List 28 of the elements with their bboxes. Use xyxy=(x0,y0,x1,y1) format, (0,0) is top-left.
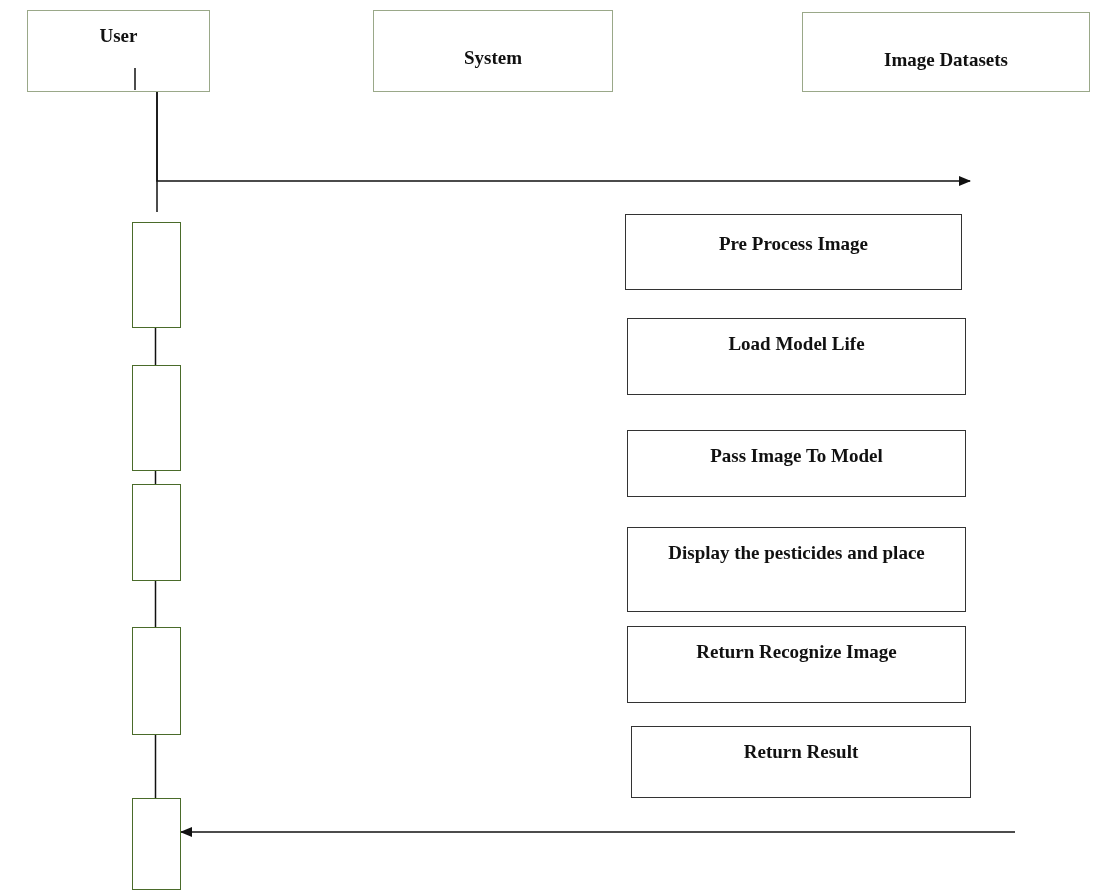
box-label: System xyxy=(462,47,524,69)
message-arrow xyxy=(180,827,1016,837)
box-label: Pass Image To Model xyxy=(709,445,884,467)
message-box xyxy=(625,214,962,290)
box-label: Return Recognize Image xyxy=(695,641,898,663)
message-arrow xyxy=(156,91,971,186)
message-box xyxy=(627,430,966,497)
message-box xyxy=(627,527,966,612)
header-box xyxy=(802,12,1090,92)
header-box xyxy=(373,10,613,92)
activation-box xyxy=(132,798,181,890)
box-label: Load Model Life xyxy=(727,333,866,355)
activation-box xyxy=(132,484,181,581)
activation-box xyxy=(132,627,181,735)
activation-box xyxy=(132,365,181,471)
box-label: Image Datasets xyxy=(883,49,1009,71)
header-box xyxy=(27,10,210,92)
box-label: User xyxy=(98,25,139,47)
activation-box xyxy=(132,222,181,328)
box-label: Return Result xyxy=(742,741,860,763)
message-box xyxy=(627,626,966,703)
message-box xyxy=(627,318,966,395)
lifeline xyxy=(154,327,157,366)
lifeline xyxy=(154,734,157,799)
message-box xyxy=(631,726,971,798)
box-label: Pre Process Image xyxy=(717,233,870,255)
box-label: Display the pesticides and place xyxy=(667,542,926,564)
lifeline xyxy=(154,580,157,628)
